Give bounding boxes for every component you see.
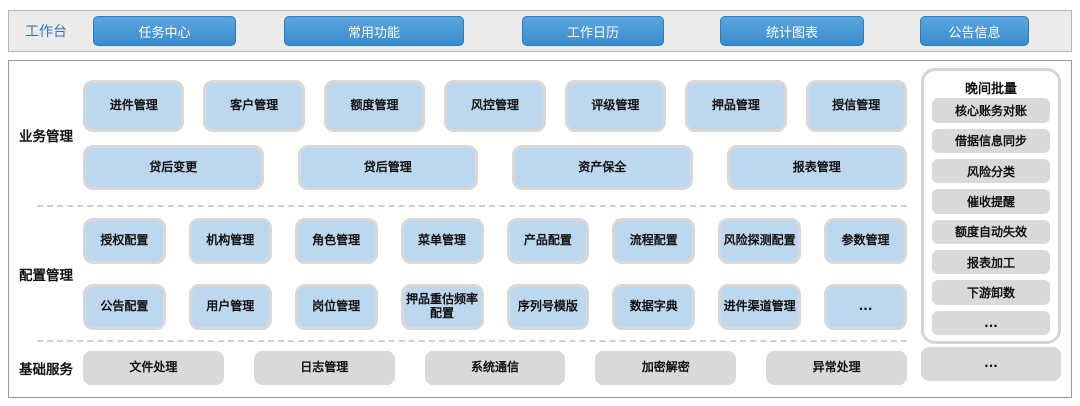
right-column: 晚间批量 核心账务对账 借据信息同步 风险分类 催收提醒 额度自动失效 报表加工… [921,65,1061,393]
config-module-box[interactable]: 公告配置 [83,283,166,330]
business-module-box[interactable]: 贷后管理 [297,145,478,190]
config-module-box[interactable]: 押品重估频率配置 [400,283,484,330]
base-service-box[interactable]: 文件处理 [83,350,224,385]
modules-area: 业务管理 进件管理 客户管理 额度管理 风控管理 评级管理 押品管理 授信管理 … [9,65,907,393]
workbench-button-work-calendar[interactable]: 工作日历 [522,16,664,46]
business-row-1: 进件管理 客户管理 额度管理 风控管理 评级管理 押品管理 授信管理 [83,80,907,132]
workbench-button-statistics-charts[interactable]: 统计图表 [720,16,864,46]
batch-item[interactable]: 风险分类 [932,159,1050,184]
batch-item[interactable]: 报表加工 [932,250,1050,275]
batch-item[interactable]: 额度自动失效 [932,219,1050,245]
workbench-button-announcement-info[interactable]: 公告信息 [920,16,1029,46]
section-divider [37,205,907,207]
section-business-management: 业务管理 进件管理 客户管理 额度管理 风控管理 评级管理 押品管理 授信管理 … [9,65,907,205]
base-row: 文件处理 日志管理 系统通信 加密解密 异常处理 [83,350,907,385]
config-row-1: 授权配置 机构管理 角色管理 菜单管理 产品配置 流程配置 风险探测配置 参数管… [83,217,907,264]
business-module-box[interactable]: 评级管理 [564,80,667,132]
config-module-box[interactable]: 授权配置 [83,217,166,264]
section-label-business: 业务管理 [19,129,73,145]
batch-item[interactable]: 核心账务对账 [932,98,1050,123]
workbench-label: 工作台 [25,24,67,40]
config-row-2: 公告配置 用户管理 岗位管理 押品重估频率配置 序列号模版 数据字典 进件渠道管… [83,283,907,330]
batch-item[interactable]: 催收提醒 [932,189,1050,214]
workbench-bar: 工作台 任务中心 常用功能 工作日历 统计图表 公告信息 [8,10,1072,52]
config-module-box-more[interactable]: ... [824,283,907,330]
section-label-config: 配置管理 [19,267,73,284]
business-module-box[interactable]: 客户管理 [203,80,305,132]
business-module-box[interactable]: 授信管理 [805,80,907,132]
base-content: 文件处理 日志管理 系统通信 加密解密 异常处理 [83,350,907,385]
base-service-box[interactable]: 加密解密 [595,350,737,385]
business-module-box[interactable]: 押品管理 [685,80,787,132]
base-service-more-box[interactable]: ... [921,347,1061,381]
batch-item-more[interactable]: ... [932,310,1050,336]
business-module-box[interactable]: 额度管理 [323,80,426,132]
config-module-box[interactable]: 用户管理 [188,283,272,330]
config-module-box[interactable]: 进件渠道管理 [718,283,802,330]
business-module-box[interactable]: 风控管理 [444,80,546,132]
night-batch-panel: 晚间批量 核心账务对账 借据信息同步 风险分类 催收提醒 额度自动失效 报表加工… [921,68,1061,344]
base-service-box[interactable]: 系统通信 [424,350,566,385]
config-module-box[interactable]: 风险探测配置 [718,217,802,264]
config-module-box[interactable]: 产品配置 [506,217,590,264]
batch-item[interactable]: 下游卸数 [932,280,1050,305]
config-module-box[interactable]: 数据字典 [612,283,696,330]
config-module-box[interactable]: 序列号模版 [506,283,590,330]
section-divider [37,340,907,342]
business-row-2: 贷后变更 贷后管理 资产保全 报表管理 [83,145,907,190]
config-module-box[interactable]: 机构管理 [188,217,272,264]
main-panel: 业务管理 进件管理 客户管理 额度管理 风控管理 评级管理 押品管理 授信管理 … [8,60,1072,398]
config-module-box[interactable]: 参数管理 [824,217,907,264]
config-module-box[interactable]: 流程配置 [612,217,696,264]
business-content: 进件管理 客户管理 额度管理 风控管理 评级管理 押品管理 授信管理 贷后变更 … [83,80,907,190]
business-module-box[interactable]: 贷后变更 [83,145,264,190]
night-batch-title: 晚间批量 [964,82,1017,98]
config-module-box[interactable]: 菜单管理 [400,217,484,264]
section-base-services: 基础服务 文件处理 日志管理 系统通信 加密解密 异常处理 [9,342,907,393]
business-module-box[interactable]: 报表管理 [726,145,907,190]
batch-item[interactable]: 借据信息同步 [932,128,1050,154]
section-label-base: 基础服务 [19,361,73,378]
workbench-button-common-functions[interactable]: 常用功能 [284,16,464,46]
workbench-button-task-center[interactable]: 任务中心 [93,16,236,46]
config-module-box[interactable]: 岗位管理 [294,283,378,330]
base-service-box[interactable]: 日志管理 [253,350,395,385]
base-service-box[interactable]: 异常处理 [766,350,907,385]
business-module-box[interactable]: 进件管理 [83,80,185,132]
config-module-box[interactable]: 角色管理 [294,217,378,264]
section-config-management: 配置管理 授权配置 机构管理 角色管理 菜单管理 产品配置 流程配置 风险探测配… [9,207,907,340]
business-module-box[interactable]: 资产保全 [512,145,693,190]
config-content: 授权配置 机构管理 角色管理 菜单管理 产品配置 流程配置 风险探测配置 参数管… [83,217,907,330]
